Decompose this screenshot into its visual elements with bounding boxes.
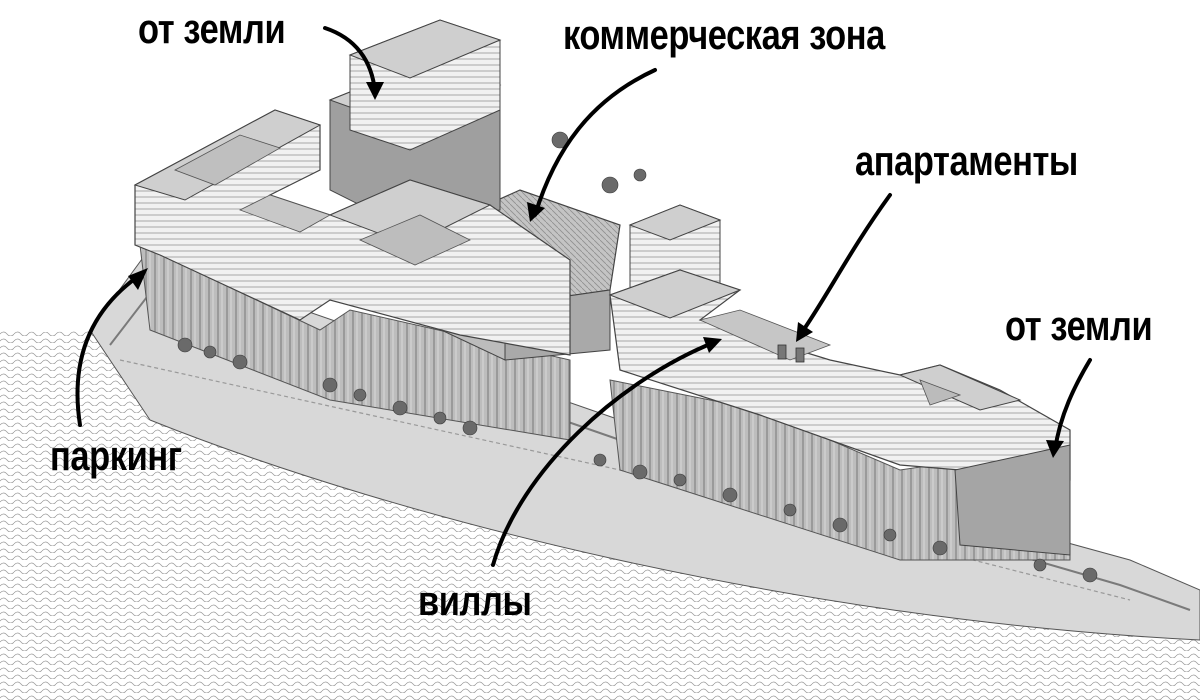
label-ground-left: от земли bbox=[138, 5, 286, 52]
label-commercial-zone: коммерческая зона bbox=[563, 11, 885, 58]
left-building bbox=[133, 19, 571, 356]
arrow-commercial bbox=[533, 68, 657, 217]
arrow-ground-right bbox=[1053, 358, 1092, 452]
arrowheads bbox=[128, 82, 1064, 458]
right-building bbox=[608, 204, 1071, 556]
label-parking: паркинг bbox=[50, 432, 182, 479]
arrow-villas bbox=[491, 340, 717, 567]
label-ground-right: от земли bbox=[1005, 302, 1153, 349]
arrow-apartments bbox=[798, 193, 892, 337]
label-villas: виллы bbox=[418, 577, 532, 624]
rooftop-chimneys bbox=[777, 344, 805, 363]
arrow-parking bbox=[75, 273, 142, 427]
water-area bbox=[0, 320, 1200, 700]
label-apartments: апартаменты bbox=[855, 137, 1078, 184]
trees bbox=[177, 131, 1098, 583]
